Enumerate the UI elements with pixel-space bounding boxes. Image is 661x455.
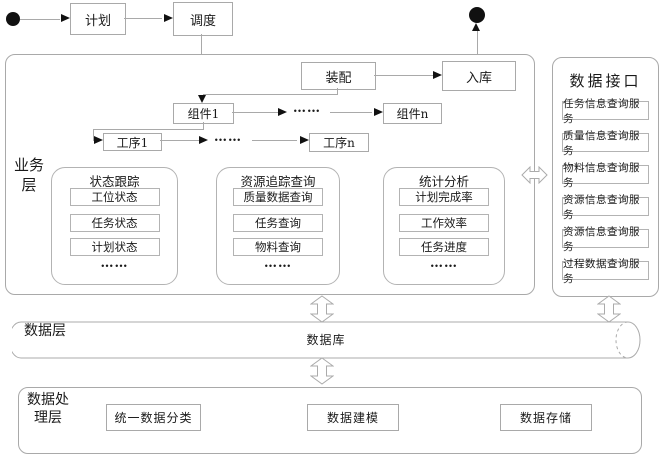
connector: [330, 112, 372, 113]
stat-item: 任务进度: [399, 238, 489, 256]
panel-ellipsis: ……: [430, 256, 458, 271]
query-item: 任务查询: [233, 214, 323, 232]
panel-status-tracking: 状态跟踪 工位状态 任务状态 计划状态 ……: [51, 167, 178, 285]
service-item: 物料信息查询服务: [562, 162, 649, 189]
connector: [252, 140, 297, 141]
connector: [93, 129, 94, 141]
data-interface-box: 数据接口 任务信息查询服务 质量信息查询服务 物料信息查询服务 资源信息查询服务…: [552, 57, 659, 297]
panel-ellipsis: ……: [100, 256, 129, 271]
data-interface-title: 数据接口: [569, 72, 642, 90]
business-layer-label: 业务层: [13, 156, 44, 195]
arrowhead-icon: [198, 95, 206, 103]
processing-item: 数据建模: [307, 404, 399, 431]
start-node-icon: [6, 12, 20, 26]
panel-statistics-title: 统计分析: [418, 174, 469, 189]
stat-item: 计划完成率: [399, 188, 489, 206]
panel-ellipsis: ……: [264, 256, 292, 271]
stat-item: 工作效率: [399, 214, 489, 232]
connector: [93, 129, 204, 130]
arrowhead-icon: [61, 14, 70, 22]
processing-layer-label: 数据处理层: [27, 392, 69, 427]
service-item: 质量信息查询服务: [562, 130, 649, 157]
node-process-1: 工序1: [103, 133, 162, 151]
status-item: 计划状态: [69, 238, 160, 256]
status-item: 工位状态: [69, 188, 160, 206]
connector: [203, 122, 204, 129]
database-label: 数据库: [306, 333, 346, 347]
arrowhead-icon: [374, 107, 383, 116]
panel-resource-query-title: 资源追踪查询: [240, 174, 316, 189]
connector: [477, 30, 478, 61]
arrowhead-icon: [300, 136, 309, 144]
node-component-n: 组件n: [383, 103, 442, 124]
service-item: 资源信息查询服务: [562, 226, 649, 253]
query-item: 质量数据查询: [233, 188, 323, 206]
connector: [374, 75, 433, 76]
connector: [20, 19, 60, 20]
connector: [124, 18, 162, 19]
arrowhead-icon: [278, 107, 287, 116]
arrowhead-icon: [472, 23, 480, 31]
node-assembly: 装配: [301, 62, 376, 90]
node-assembly-label: 装配: [325, 70, 352, 86]
arrowhead-icon: [94, 136, 103, 144]
connector: [160, 140, 199, 141]
process-ellipsis: ……: [214, 130, 242, 145]
connector: [232, 112, 278, 113]
data-layer-label: 数据层: [24, 323, 66, 339]
node-process-n-label: 工序n: [323, 136, 355, 150]
node-process-n: 工序n: [309, 133, 369, 152]
panel-resource-query: 资源追踪查询 质量数据查询 任务查询 物料查询 ……: [216, 167, 340, 285]
node-warehousing-label: 入库: [465, 70, 492, 86]
arrowhead-icon: [199, 136, 208, 144]
horizontal-double-arrow-icon: [521, 166, 548, 184]
panel-statistics: 统计分析 计划完成率 工作效率 任务进度 ……: [383, 167, 505, 285]
node-scheduling: 调度: [173, 2, 233, 36]
processing-item: 数据存储: [500, 404, 592, 431]
connector: [203, 94, 338, 95]
panel-status-tracking-title: 状态跟踪: [89, 174, 140, 189]
end-node-icon: [469, 7, 485, 23]
processing-item: 统一数据分类: [106, 404, 201, 431]
node-component-1: 组件1: [173, 103, 234, 124]
node-plan: 计划: [70, 3, 126, 35]
query-item: 物料查询: [233, 238, 323, 256]
connector: [337, 88, 338, 95]
database-cylinder-icon: [12, 321, 641, 359]
node-scheduling-label: 调度: [189, 13, 216, 29]
status-item: 任务状态: [69, 214, 160, 232]
node-plan-label: 计划: [84, 13, 111, 29]
arrowhead-icon: [433, 70, 442, 79]
node-process-1-label: 工序1: [116, 135, 149, 150]
component-ellipsis: ……: [293, 101, 321, 116]
node-component-n-label: 组件n: [396, 107, 429, 121]
service-item: 任务信息查询服务: [562, 98, 649, 125]
node-warehousing: 入库: [442, 61, 516, 91]
node-component-1-label: 组件1: [187, 107, 220, 121]
service-item: 资源信息查询服务: [562, 194, 649, 221]
vertical-double-arrow-icon: [310, 357, 334, 385]
arrowhead-icon: [164, 13, 173, 22]
service-item: 过程数据查询服务: [562, 258, 649, 285]
